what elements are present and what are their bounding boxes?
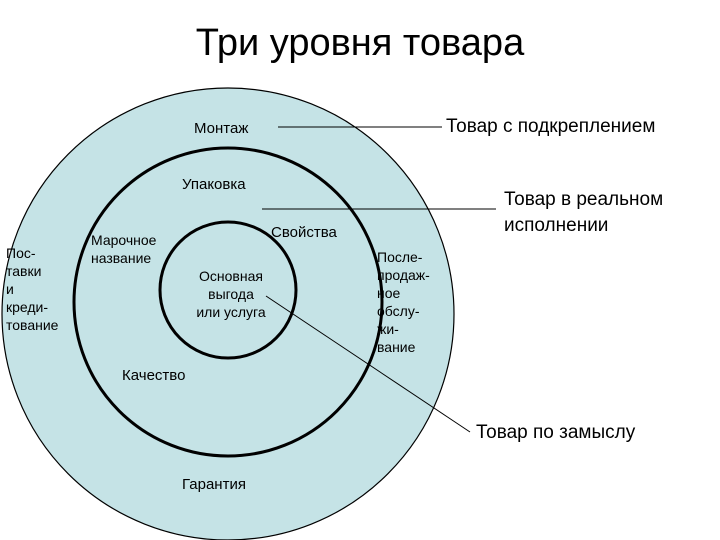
label-svoistva: Свойства bbox=[271, 224, 337, 241]
leader-line-core bbox=[265, 295, 471, 433]
label-posleprodazhnoe: После- продаж- ное обслу- жи- вание bbox=[377, 249, 430, 355]
annotation-core-product: Товар по замыслу bbox=[476, 422, 636, 443]
label-upakovka: Упаковка bbox=[182, 176, 246, 193]
label-garantiya: Гарантия bbox=[182, 476, 246, 493]
outer-circle-augmented-product bbox=[1, 87, 455, 540]
label-kachestvo: Качество bbox=[122, 367, 186, 384]
diagram-title: Три уровня товара bbox=[195, 22, 525, 64]
middle-circle-actual-product bbox=[72, 146, 384, 458]
annotation-actual-product: Товар в реальном исполнении bbox=[504, 189, 664, 236]
label-postavki: Пос- тавки и креди- тование bbox=[6, 245, 59, 333]
label-montazh: Монтаж bbox=[194, 120, 249, 137]
label-marochnoe-nazvanie: Марочное название bbox=[91, 232, 157, 266]
label-core-benefit: Основная выгода или услуга bbox=[196, 268, 266, 320]
inner-circle-core-product bbox=[158, 220, 298, 360]
annotation-augmented-product: Товар с подкреплением bbox=[446, 116, 656, 137]
